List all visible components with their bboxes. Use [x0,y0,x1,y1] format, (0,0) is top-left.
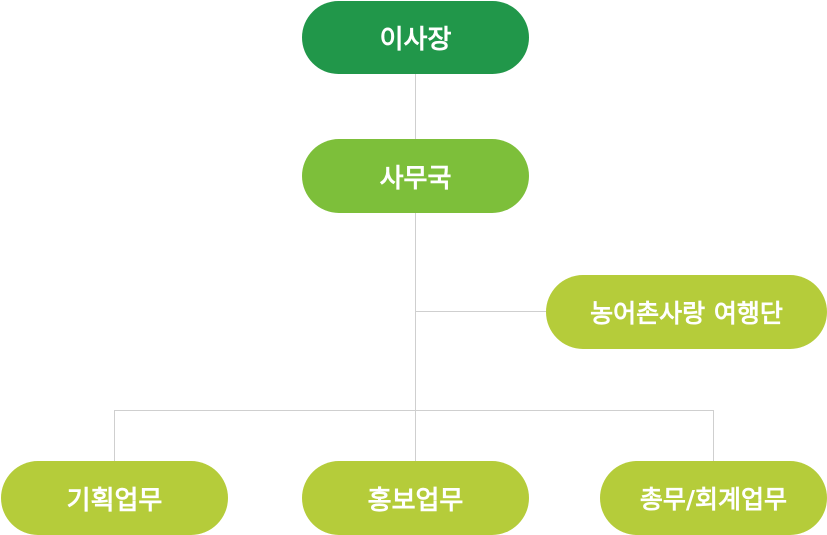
node-department-pr: 홍보업무 [302,461,529,535]
connector-side-branch [415,311,546,312]
node-side-unit: 농어촌사랑 여행단 [546,275,827,349]
node-secretariat: 사무국 [302,139,529,213]
connector-office-down [415,213,416,461]
node-department-general-accounting: 총무/회계업무 [600,461,827,535]
node-department-planning: 기획업무 [1,461,228,535]
connector-chairman-office [415,74,416,139]
connector-right-drop [713,410,714,461]
connector-horizontal-bar [114,410,714,411]
connector-left-drop [114,410,115,461]
node-chairman: 이사장 [302,1,529,74]
